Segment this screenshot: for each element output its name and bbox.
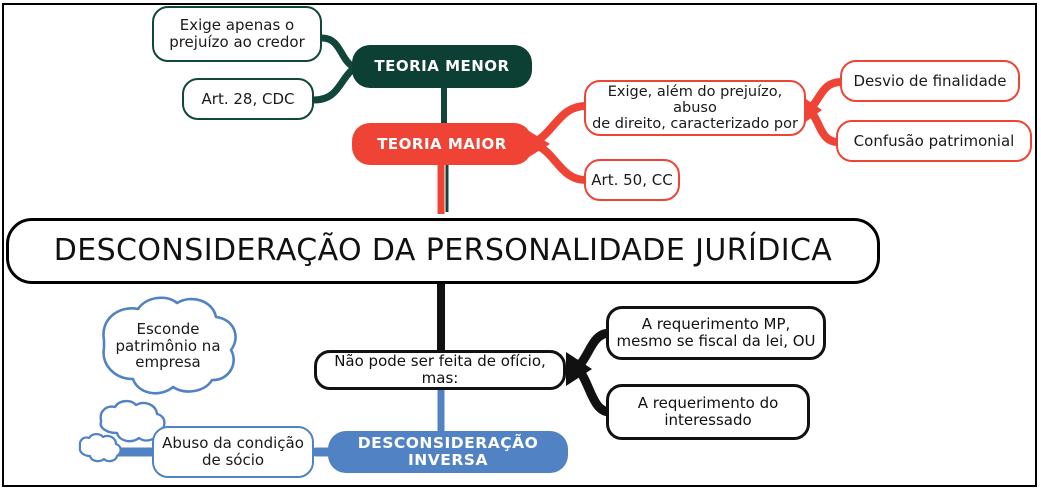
node-abuso-condicao-socio[interactable]: Abuso da condição de sócio: [152, 426, 314, 478]
node-label: Esconde patrimônio na empresa: [115, 319, 221, 372]
node-label: Confusão patrimonial: [853, 131, 1015, 150]
node-label: Art. 28, CDC: [201, 89, 295, 108]
node-nao-pode-oficio[interactable]: Não pode ser feita de ofício, mas:: [314, 350, 566, 390]
node-exige-alem-prejuizo-abuso[interactable]: Exige, além do prejuízo, abuso de direit…: [584, 80, 806, 136]
node-label: Exige apenas o prejuízo ao credor: [169, 16, 305, 51]
node-requerimento-mp[interactable]: A requerimento MP, mesmo se fiscal da le…: [606, 306, 826, 360]
node-label: A requerimento do interessado: [637, 394, 779, 429]
connector-subfork-top: [806, 78, 845, 113]
connector-maior-fork-bottom: [530, 140, 590, 184]
node-label: Art. 50, CC: [591, 170, 673, 189]
node-label: A requerimento MP, mesmo se fiscal da le…: [616, 315, 816, 350]
node-label: Desvio de finalidade: [853, 71, 1007, 90]
connector-maior-fork-top: [530, 102, 590, 147]
node-art-50-cc[interactable]: Art. 50, CC: [584, 159, 680, 201]
connector-menor-fork-bottom: [310, 66, 356, 104]
node-confusao-patrimonial[interactable]: Confusão patrimonial: [836, 120, 1032, 162]
thought-puff-medium: [99, 399, 166, 443]
node-desvio-de-finalidade[interactable]: Desvio de finalidade: [840, 60, 1020, 102]
thought-cloud-shape: [102, 296, 237, 395]
connector-menor-fork-top: [318, 34, 356, 70]
node-label: DESCONSIDERAÇÃO INVERSA: [357, 433, 539, 469]
node-label: TEORIA MAIOR: [377, 134, 507, 153]
node-label: Abuso da condição de sócio: [162, 434, 304, 469]
node-exige-apenas-prejuizo[interactable]: Exige apenas o prejuízo ao credor: [152, 6, 322, 62]
node-label: Exige, além do prejuízo, abuso de direit…: [592, 83, 798, 133]
thought-puff-small: [78, 433, 122, 463]
node-label: TEORIA MENOR: [374, 57, 510, 76]
node-desconsideracao-inversa[interactable]: DESCONSIDERAÇÃO INVERSA: [328, 431, 568, 473]
node-teoria-maior[interactable]: TEORIA MAIOR: [352, 123, 532, 165]
connector-oficio-arrow: [566, 352, 592, 386]
title-label: DESCONSIDERAÇÃO DA PERSONALIDADE JURÍDIC…: [53, 233, 833, 269]
node-teoria-menor[interactable]: TEORIA MENOR: [352, 45, 532, 88]
node-esconde-patrimonio[interactable]: Esconde patrimônio na empresa: [96, 315, 240, 377]
node-label: Não pode ser feita de ofício, mas:: [334, 352, 546, 387]
node-art-28-cdc[interactable]: Art. 28, CDC: [182, 78, 314, 120]
page-title[interactable]: DESCONSIDERAÇÃO DA PERSONALIDADE JURÍDIC…: [6, 218, 880, 284]
node-requerimento-interessado[interactable]: A requerimento do interessado: [606, 384, 810, 440]
